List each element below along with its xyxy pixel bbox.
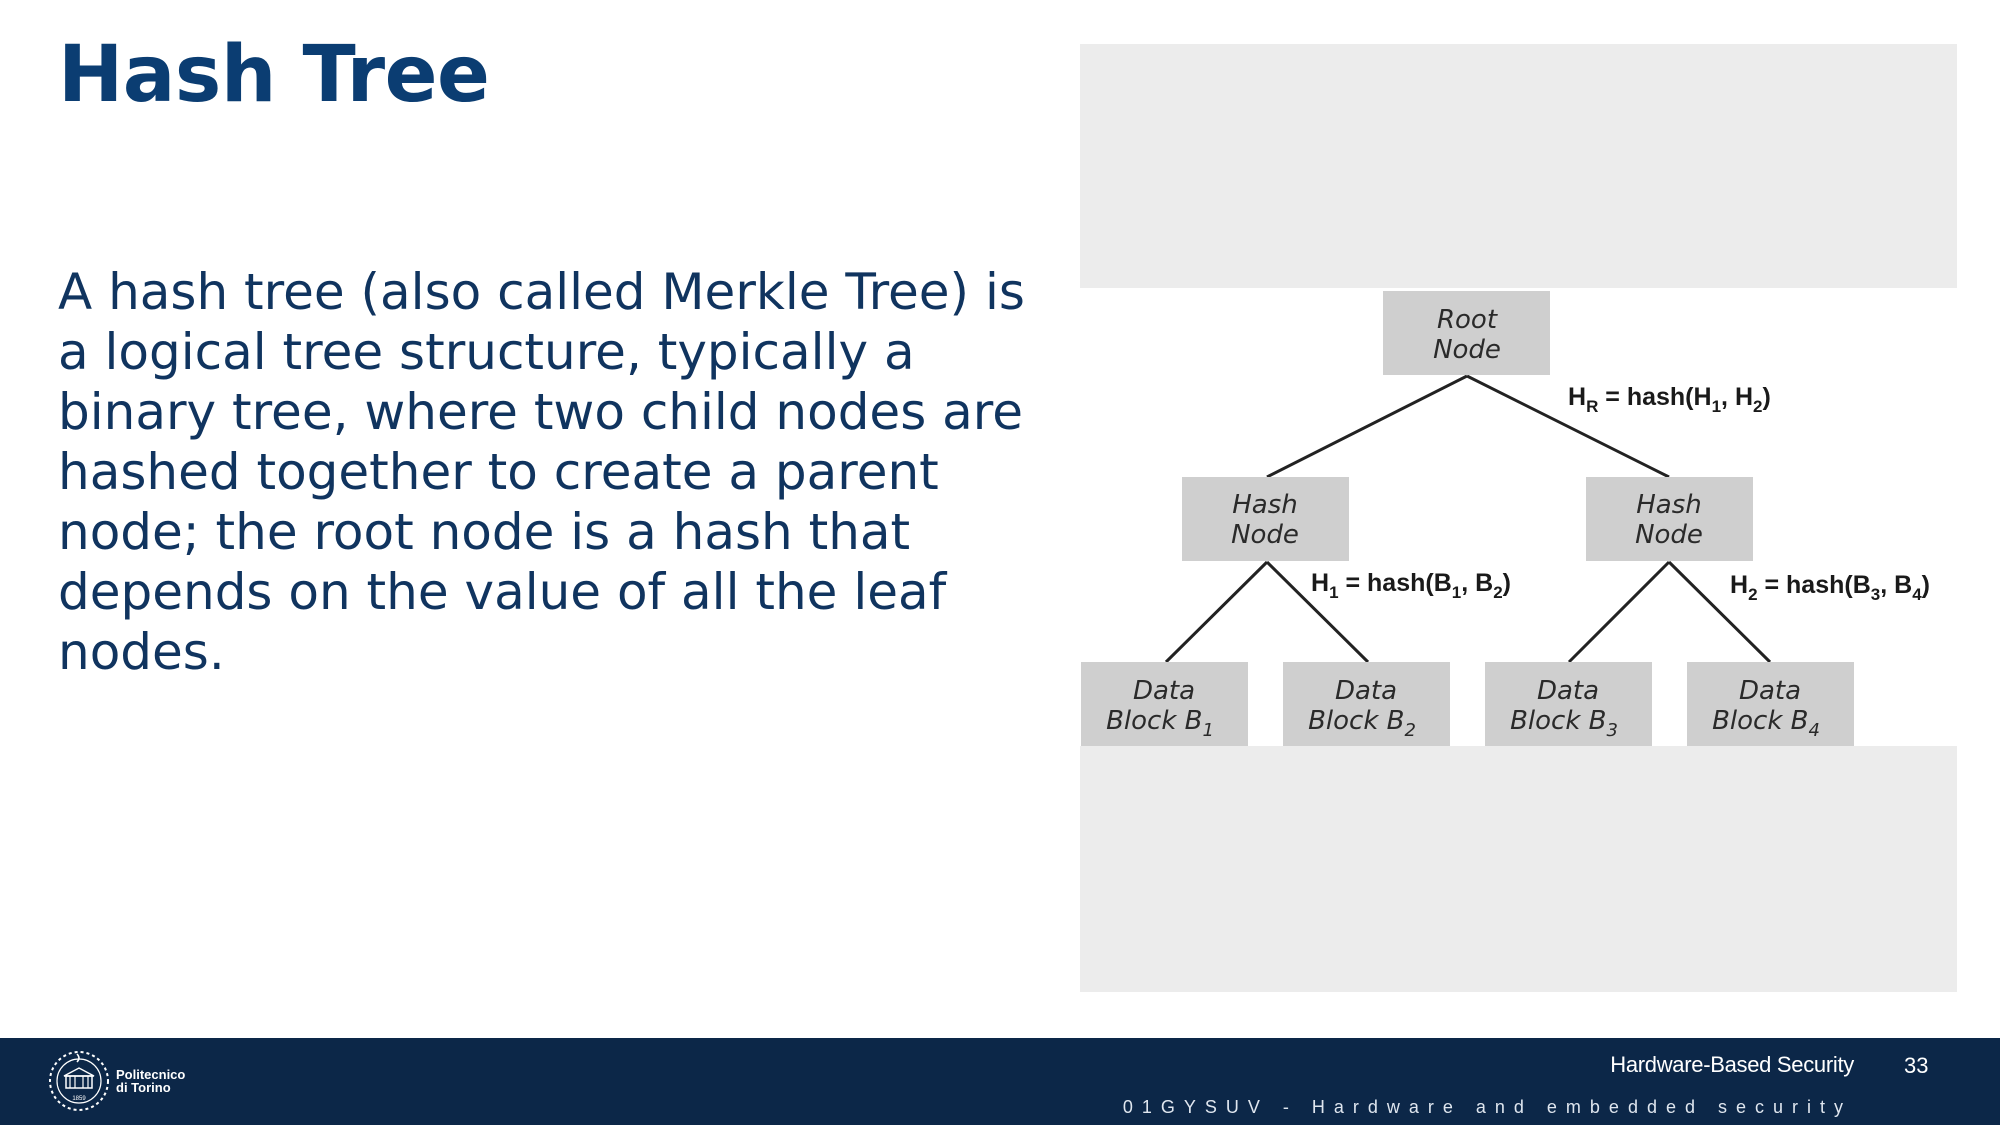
data-block-b2: Data Block B2: [1283, 662, 1450, 746]
logo-line1: Politecnico: [116, 1067, 186, 1082]
logo-wordmark: Politecnico di Torino: [116, 1068, 185, 1094]
data-block-b3-line2: Block B: [1510, 706, 1606, 736]
hash-node-left-line1: Hash: [1232, 490, 1298, 520]
slide-title: Hash Tree: [58, 30, 490, 120]
root-node: Root Node: [1383, 291, 1550, 375]
svg-text:Block B4: Block B4: [1712, 706, 1820, 741]
hash-tree-diagram: Root Node Hash Node Hash Node Data Block…: [1080, 288, 1957, 746]
svg-text:Block B2: Block B2: [1308, 706, 1416, 741]
data-block-b2-sub: 2: [1404, 720, 1415, 741]
footer-bar: 1859 Politecnico di Torino Hardware-Base…: [0, 1038, 2000, 1125]
data-block-b1-sub: 1: [1202, 720, 1213, 741]
data-block-b4: Data Block B4: [1687, 662, 1854, 746]
data-block-b4-sub: 4: [1808, 720, 1819, 741]
edge-left-b1: [1164, 560, 1269, 664]
logo-line2: di Torino: [116, 1080, 171, 1095]
footer-course-name: Hardware-Based Security: [1610, 1052, 1854, 1077]
svg-text:Block B3: Block B3: [1510, 706, 1618, 741]
edge-right-b3: [1567, 560, 1671, 664]
data-block-b2-line2: Block B: [1308, 706, 1404, 736]
data-block-b1-line1: Data: [1133, 676, 1195, 706]
formula-left: H1 = hash(B1, B2): [1311, 569, 1511, 602]
page-number: 33: [1904, 1053, 1929, 1078]
edge-left-b2: [1265, 560, 1370, 664]
svg-text:Block B1: Block B1: [1106, 706, 1214, 741]
data-block-b1-line2: Block B: [1106, 706, 1202, 736]
formula-right: H2 = hash(B3, B4): [1730, 571, 1930, 604]
logo-year: 1859: [72, 1096, 86, 1102]
root-node-line2: Node: [1433, 335, 1501, 365]
data-block-b2-line1: Data: [1335, 676, 1397, 706]
hash-node-right: Hash Node: [1586, 477, 1753, 561]
hash-node-right-line2: Node: [1635, 520, 1703, 550]
hash-node-right-line1: Hash: [1636, 490, 1702, 520]
edge-right-b4: [1667, 560, 1772, 664]
edge-root-left: [1266, 374, 1468, 479]
university-seal-icon: 1859: [49, 1051, 109, 1111]
slide-body-text: A hash tree (also called Merkle Tree) is…: [58, 263, 1025, 681]
hash-node-left-line2: Node: [1231, 520, 1299, 550]
edge-root-right: [1466, 374, 1670, 479]
data-block-b4-line1: Data: [1739, 676, 1801, 706]
data-block-b3: Data Block B3: [1485, 662, 1652, 746]
footer-subtitle: 01GYSUV - Hardware and embedded security: [1122, 1097, 1852, 1117]
data-block-b4-line2: Block B: [1712, 706, 1808, 736]
data-block-b3-sub: 3: [1606, 720, 1617, 741]
politecnico-logo: 1859 Politecnico di Torino: [44, 1046, 244, 1116]
root-node-line1: Root: [1437, 305, 1498, 335]
data-block-b1: Data Block B1: [1081, 662, 1248, 746]
data-block-b3-line1: Data: [1537, 676, 1599, 706]
formula-root: HR = hash(H1, H2): [1568, 383, 1771, 416]
hash-node-left: Hash Node: [1182, 477, 1349, 561]
